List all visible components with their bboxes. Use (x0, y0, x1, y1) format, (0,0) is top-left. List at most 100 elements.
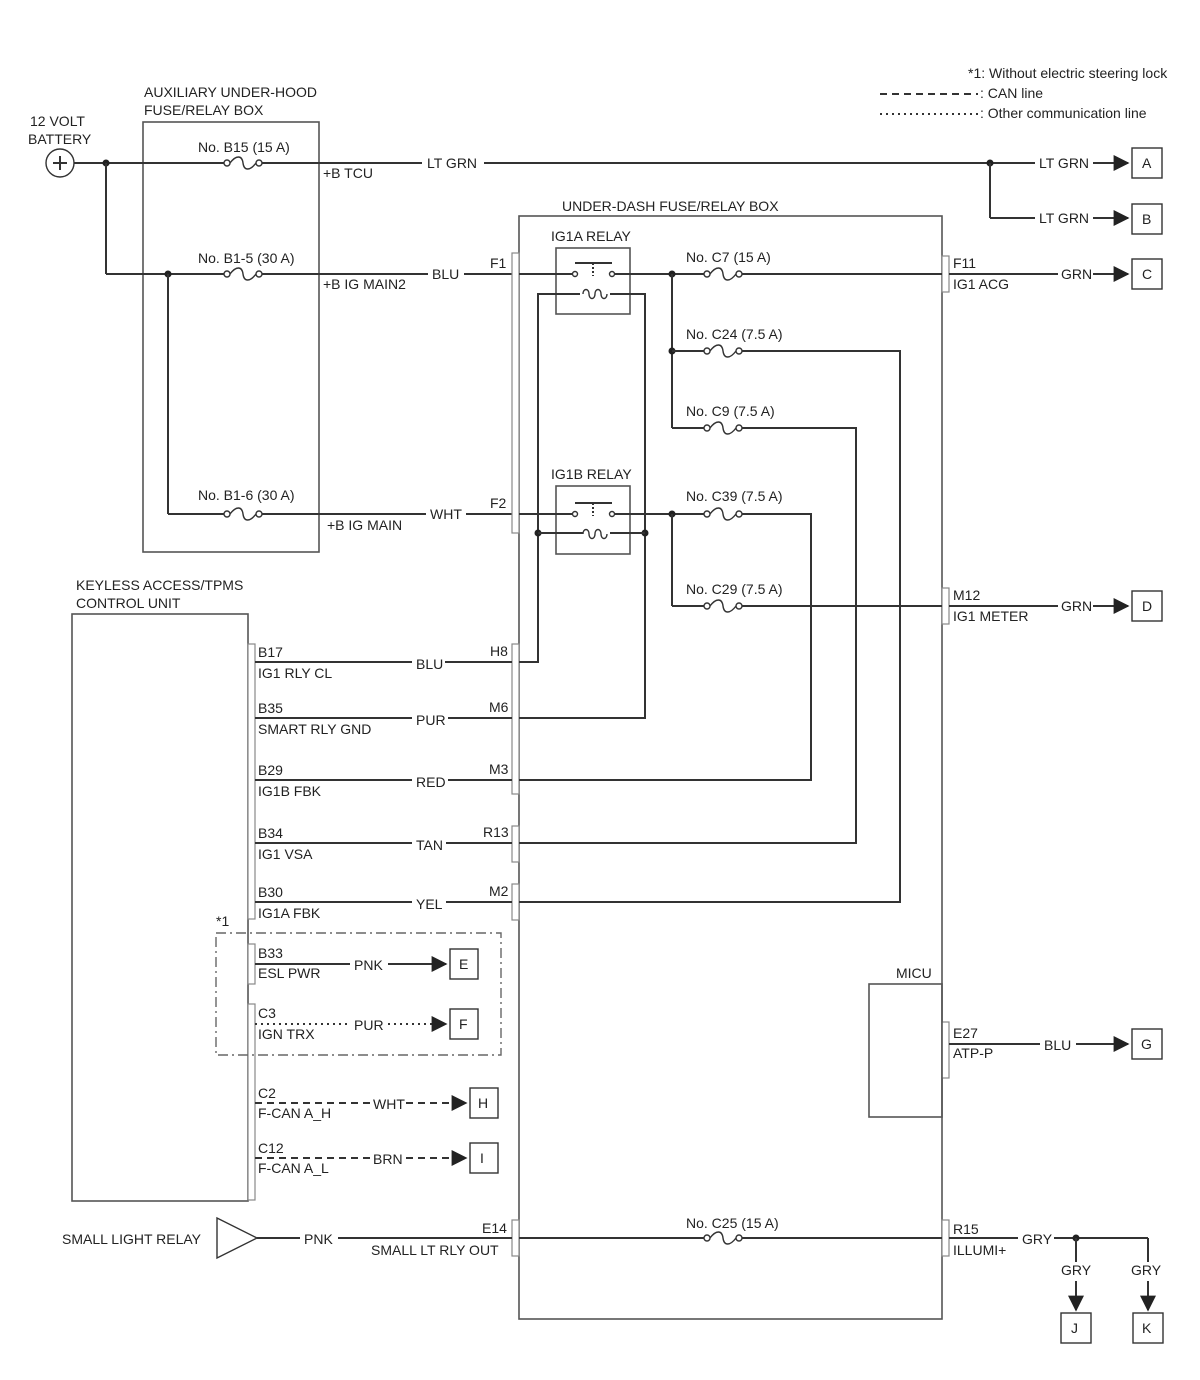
terminals-right: A B C D (1131, 147, 1163, 622)
battery: 12 VOLT BATTERY (28, 113, 92, 178)
pin-e14-label: E14 (482, 1220, 507, 1236)
svg-text:BRN: BRN (373, 1151, 403, 1167)
terminal-d-label: D (1142, 598, 1152, 614)
fuse-c29-icon (709, 599, 737, 613)
aux-box-outline (142, 121, 320, 553)
keyless-pin-c3: C3 IGN TRX PUR F (255, 1005, 479, 1042)
fuse-b1-6-label: No. B1-6 (30 A) (198, 487, 295, 503)
svg-text:B17: B17 (258, 644, 283, 660)
relay-internal-wires (519, 273, 704, 719)
svg-text:TAN: TAN (416, 837, 443, 853)
fuse-b1-5-icon (223, 267, 263, 281)
ig1b-relay-label: IG1B RELAY (551, 466, 632, 482)
svg-text:B34: B34 (258, 825, 283, 841)
svg-text:YEL: YEL (416, 896, 443, 912)
fuse-c25-label: No. C25 (15 A) (686, 1215, 779, 1231)
connector-e27 (941, 1021, 950, 1079)
ltgrn-circuit: LT GRN LT GRN LT GRN (262, 155, 1130, 226)
svg-text:PNK: PNK (354, 957, 383, 973)
aux-box-title-2: FUSE/RELAY BOX (144, 102, 264, 118)
svg-text:PUR: PUR (354, 1017, 384, 1033)
underdash-box-title: UNDER-DASH FUSE/RELAY BOX (562, 198, 779, 214)
wire-c-label: GRN (1061, 266, 1092, 282)
micu: MICU E27 ATP-P BLU G (868, 965, 1163, 1118)
keyless-connector-b (247, 643, 256, 920)
ig1a-relay-label: IG1A RELAY (551, 228, 632, 244)
battery-label-line2: BATTERY (28, 131, 92, 147)
svg-text:PUR: PUR (416, 712, 446, 728)
terminal-j (1060, 1312, 1092, 1344)
terminal-i-label: I (480, 1150, 484, 1166)
terminal-h (469, 1087, 499, 1119)
aux-box-title-1: AUXILIARY UNDER-HOOD (144, 84, 317, 100)
terminal-k-label: K (1142, 1320, 1152, 1336)
ig1b-fuse-wires: No. C39 (7.5 A) No. C29 (7.5 A) (519, 488, 942, 781)
svg-text:F-CAN A_L: F-CAN A_L (258, 1160, 329, 1176)
fuse-b1-6-icon (223, 507, 263, 521)
wire-g-label: BLU (1044, 1037, 1071, 1053)
fuse-b1-6-output-label: +B IG MAIN (327, 517, 402, 533)
terminal-a-label: A (1142, 155, 1152, 171)
svg-text:RED: RED (416, 774, 446, 790)
svg-text:R13: R13 (483, 824, 509, 840)
svg-text:IG1B FBK: IG1B FBK (258, 783, 322, 799)
underdash-fuse-relay-box: UNDER-DASH FUSE/RELAY BOX (511, 198, 950, 1320)
svg-text:F-CAN A_H: F-CAN A_H (258, 1105, 331, 1121)
ig1b-coil-icon (582, 528, 608, 540)
small-light-relay: SMALL LIGHT RELAY PNK E14 SMALL LT RLY O… (62, 1215, 942, 1260)
keyless-pin-b33: B33 ESL PWR PNK E (255, 945, 479, 981)
fuse-b1-5-label: No. B1-5 (30 A) (198, 250, 295, 266)
terminal-e-label: E (459, 956, 468, 972)
terminal-j-label: J (1071, 1320, 1078, 1336)
connector-f (511, 252, 520, 534)
svg-text:B33: B33 (258, 945, 283, 961)
svg-text:IG1A FBK: IG1A FBK (258, 905, 321, 921)
terminal-f (449, 1008, 479, 1040)
connector-h-m (511, 643, 520, 795)
keyless-title-2: CONTROL UNIT (76, 595, 181, 611)
fuse-c29-label: No. C29 (7.5 A) (686, 581, 783, 597)
ig1a-fuse-wires: No. C7 (15 A) No. C24 (7.5 A) No. C9 (7.… (519, 249, 942, 903)
svg-text:B30: B30 (258, 884, 283, 900)
fuse-c7-icon (709, 267, 737, 281)
note-1-marker: *1 (216, 913, 229, 929)
terminal-i (469, 1142, 499, 1174)
fuse-b15-icon (223, 156, 263, 170)
battery-label-line1: 12 VOLT (30, 113, 85, 129)
svg-text:C3: C3 (258, 1005, 276, 1021)
fuse-c24-icon (709, 344, 737, 358)
terminal-b-label: B (1142, 211, 1151, 227)
keyless-pin-b35: B35 SMART RLY GND PUR M6 (255, 699, 512, 737)
terminal-c (1131, 258, 1163, 290)
wire-wht-label: WHT (430, 506, 462, 522)
keyless-box-outline (71, 613, 249, 1202)
pin-f1-label: F1 (490, 255, 507, 271)
note-1-boundary (215, 932, 502, 1056)
note-1-group: *1 (215, 913, 502, 1056)
pin-e27-label: E27 (953, 1025, 978, 1041)
svg-text:ESL PWR: ESL PWR (258, 965, 321, 981)
pin-f11-name: IG1 ACG (953, 276, 1009, 292)
keyless-pin-b30: B30 IG1A FBK YEL M2 (255, 883, 512, 921)
pin-r15-name: ILLUMI+ (953, 1242, 1006, 1258)
terminal-e (449, 948, 479, 980)
fuse-b1-5-output-label: +B IG MAIN2 (323, 276, 406, 292)
pin-f11-label: F11 (953, 255, 976, 271)
fuse-c9-icon (709, 421, 737, 435)
wire-d-label: GRN (1061, 598, 1092, 614)
keyless-title-1: KEYLESS ACCESS/TPMS (76, 577, 243, 593)
fuse-c9-label: No. C9 (7.5 A) (686, 403, 775, 419)
connector-m12 (941, 587, 950, 625)
aux-fuse-relay-box: AUXILIARY UNDER-HOOD FUSE/RELAY BOX No. … (142, 84, 406, 553)
wht-ig-main-circuit: WHT F2 (262, 495, 512, 522)
svg-text:IG1 VSA: IG1 VSA (258, 846, 313, 862)
terminal-a (1131, 147, 1163, 179)
fuse-c7-label: No. C7 (15 A) (686, 249, 771, 265)
f11-output: F11 IG1 ACG GRN (949, 255, 1130, 292)
svg-text:BLU: BLU (416, 656, 443, 672)
wire-a-label: LT GRN (1039, 155, 1089, 171)
terminal-d (1131, 590, 1163, 622)
keyless-pin-b29: B29 IG1B FBK RED M3 (255, 761, 512, 799)
ig1b-relay: IG1B RELAY (551, 466, 632, 555)
